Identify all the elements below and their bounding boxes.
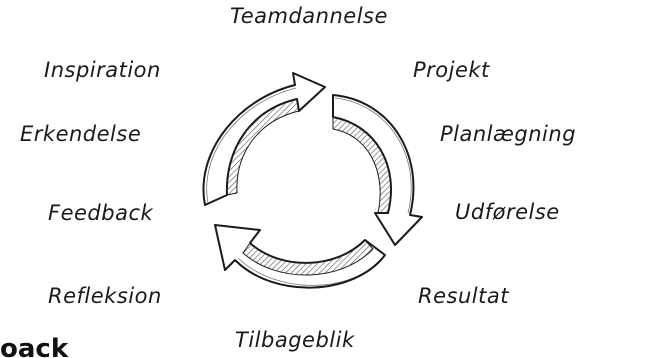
- stage-label-erkendelse: Erkendelse: [20, 124, 141, 145]
- stage-label-feedback: Feedback: [48, 203, 153, 224]
- cycle-arrow-bottom: [215, 225, 385, 288]
- stage-label-refleksion: Refleksion: [48, 286, 162, 307]
- stage-label-inspiration: Inspiration: [44, 60, 161, 81]
- stage-label-teamdannelse: Teamdannelse: [230, 6, 388, 27]
- cycle-arrows: [175, 55, 445, 305]
- cycle-arrow-top: [203, 73, 325, 205]
- stage-label-tilbageblik: Tilbageblik: [235, 330, 355, 351]
- stage-label-udforelse: Udførelse: [455, 202, 560, 223]
- cycle-arrow-right: [333, 95, 422, 245]
- cropped-text-fragment: oack: [0, 336, 68, 358]
- stage-label-planlaegning: Planlægning: [440, 124, 576, 145]
